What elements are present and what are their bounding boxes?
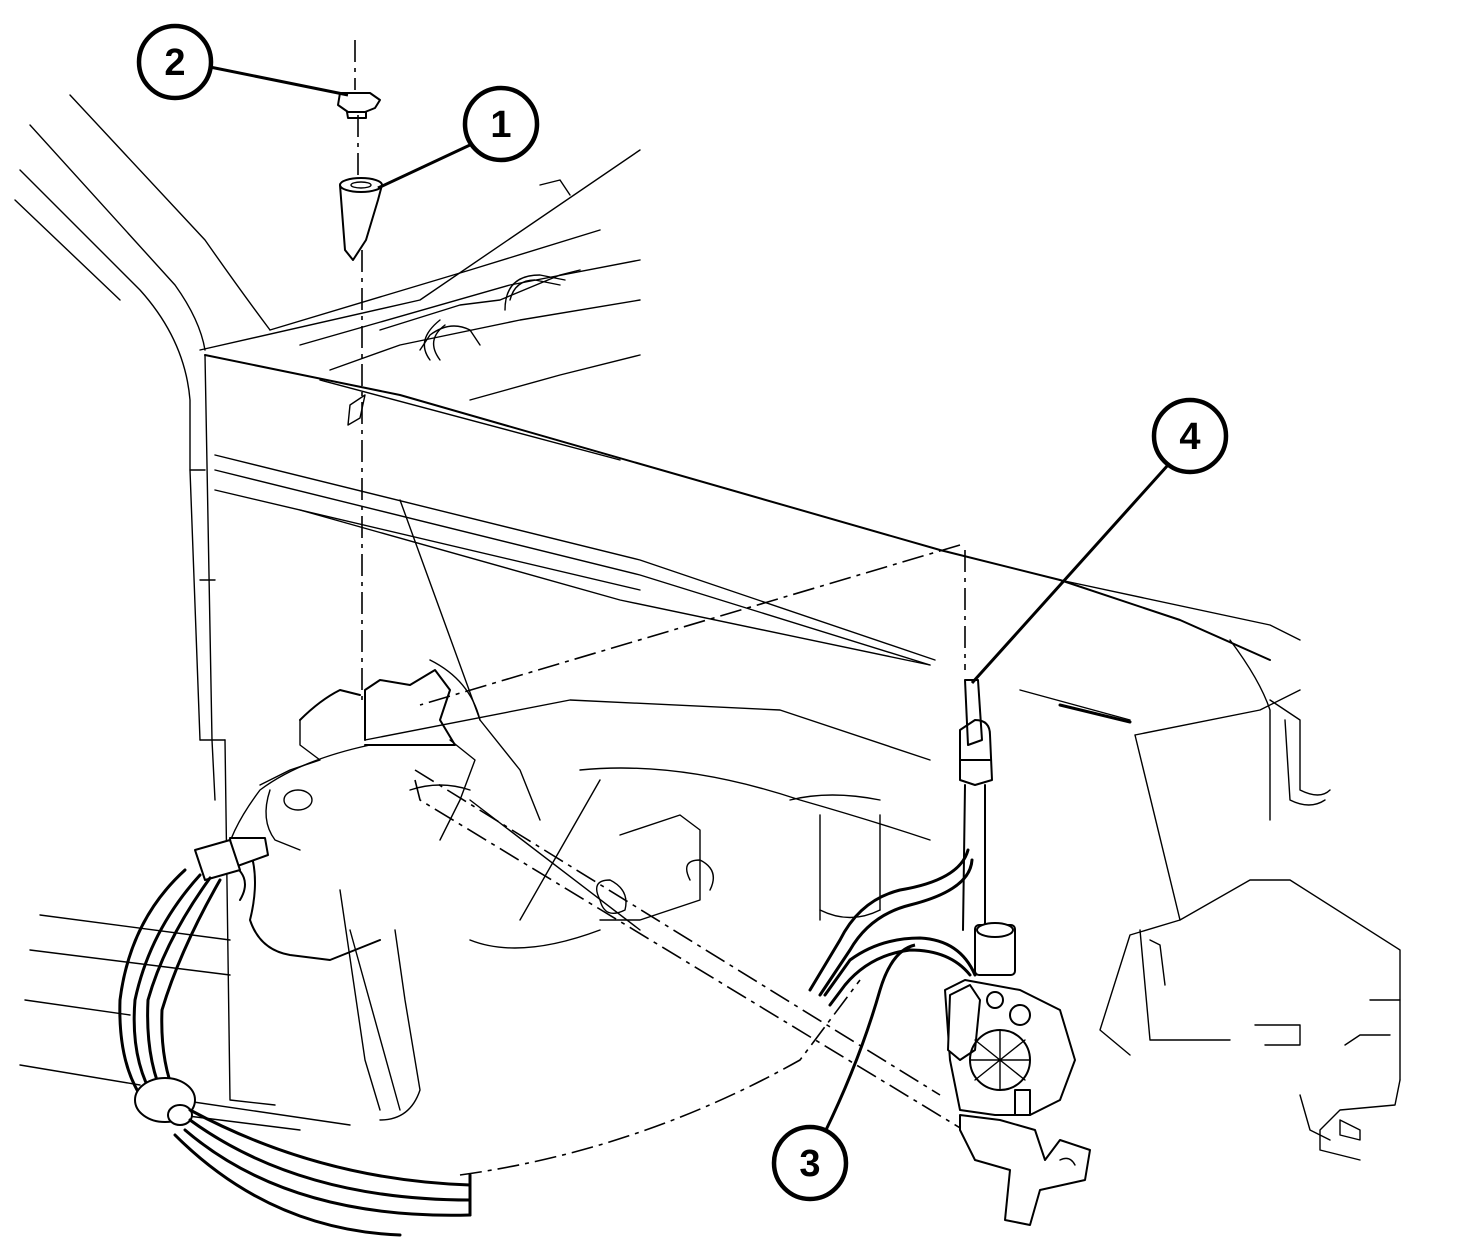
vehicle-body-linework	[14, 94, 1401, 1176]
antenna-mast-tube-part	[959, 679, 993, 931]
callout-2-leader	[204, 64, 349, 97]
callout-4-label: 4	[1179, 416, 1200, 458]
callout-3-leader	[823, 943, 916, 1133]
callout-1-label: 1	[490, 104, 511, 146]
antenna-cap-part	[339, 177, 383, 261]
callout-1: 1	[462, 85, 540, 163]
callout-1-leader	[377, 143, 471, 190]
antenna-nut-part	[337, 92, 381, 119]
callout-3-label: 3	[799, 1143, 820, 1185]
callout-2: 2	[136, 23, 214, 101]
antenna-cable-harness	[118, 837, 472, 1237]
callout-leaders	[204, 64, 1170, 1133]
power-antenna-motor-part	[808, 848, 1091, 1226]
callout-4-leader	[970, 463, 1170, 685]
callout-3: 3	[771, 1124, 849, 1202]
callout-4: 4	[1151, 397, 1229, 475]
callout-2-label: 2	[164, 42, 185, 84]
antenna-mast-centerline	[347, 40, 366, 700]
